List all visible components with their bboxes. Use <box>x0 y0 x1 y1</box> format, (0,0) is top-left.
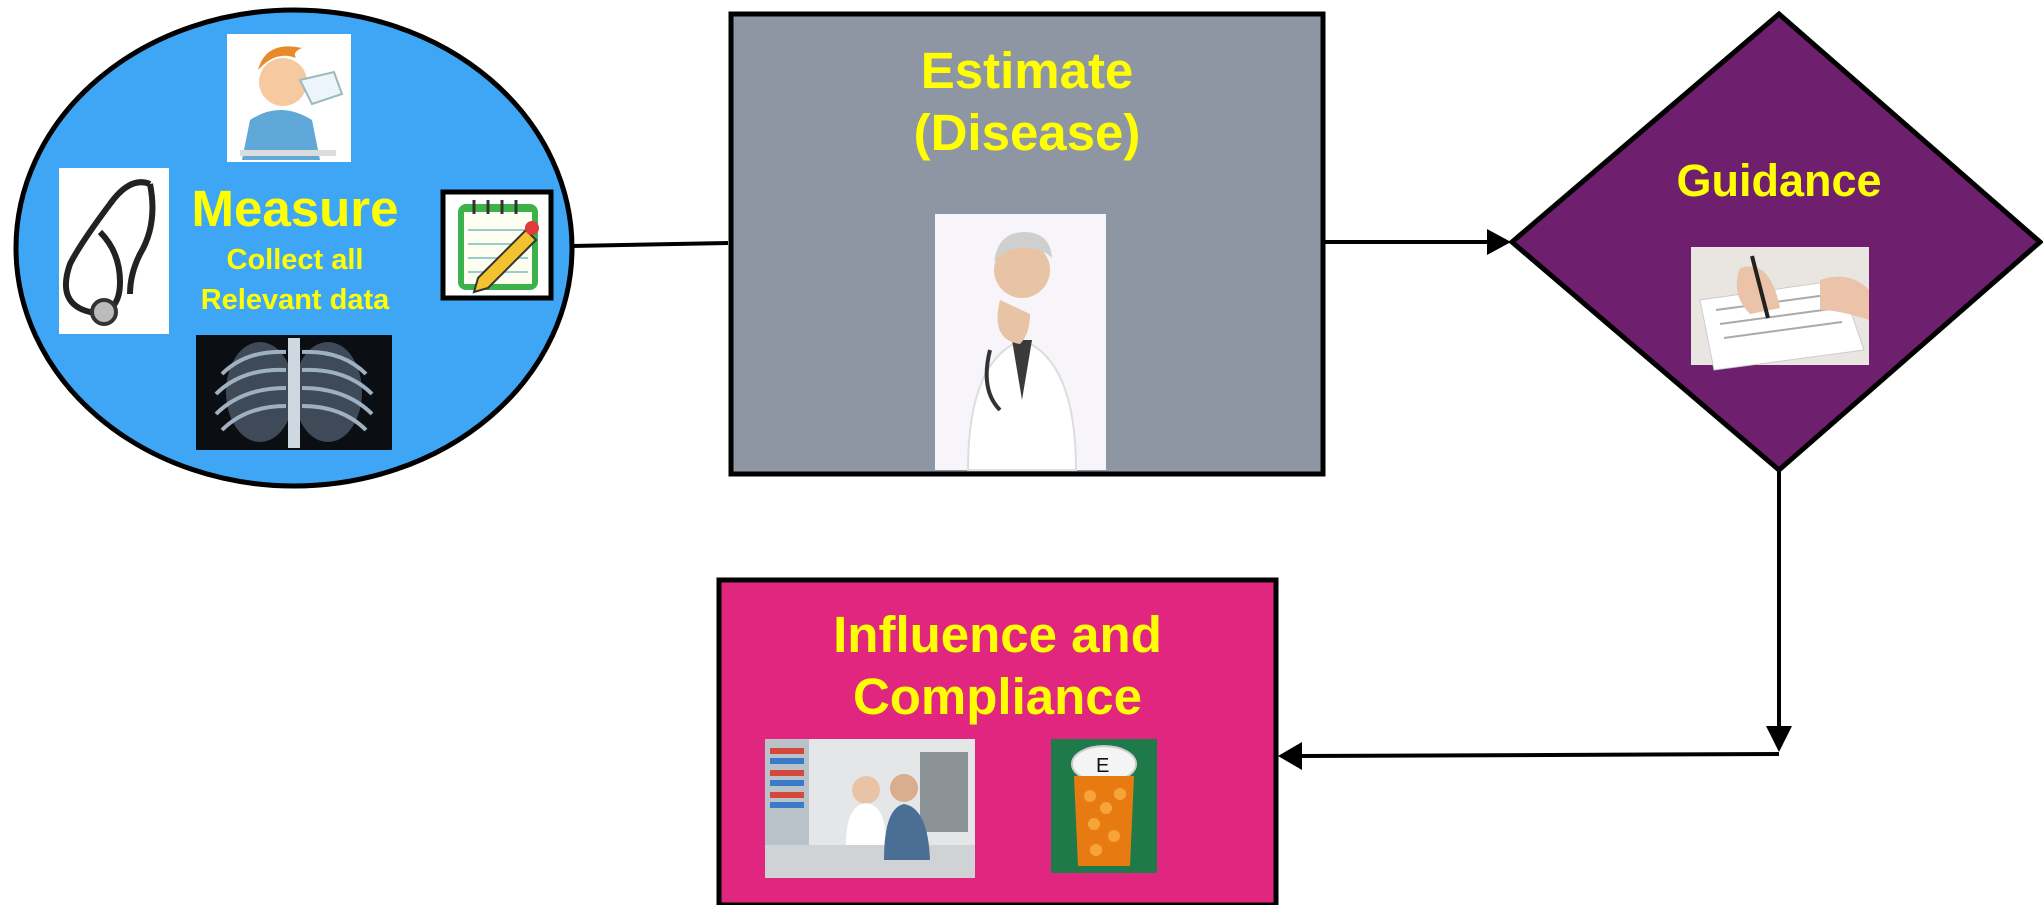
writing-prescription-icon <box>1691 247 1869 371</box>
arrowhead-influence <box>1278 742 1302 770</box>
svg-text:E: E <box>1096 755 1109 777</box>
pharmacy-counter-icon <box>765 739 975 878</box>
arrowhead-down <box>1766 726 1792 752</box>
measure-subtitle-line2: Relevant data <box>200 284 390 316</box>
arrow-to-influence <box>1301 752 1780 758</box>
notepad-pencil-icon <box>440 189 554 301</box>
arrowhead-guidance <box>1487 229 1511 255</box>
stethoscope-icon <box>59 168 169 334</box>
estimate-title-line2: (Disease) <box>913 104 1141 161</box>
estimate-title-line1: Estimate <box>920 42 1134 99</box>
sneezing-person-icon <box>227 34 351 162</box>
measure-node <box>13 7 575 489</box>
guidance-title: Guidance <box>1676 155 1882 206</box>
influence-title-line2: Compliance <box>852 668 1143 725</box>
thinking-doctor-icon <box>935 214 1106 471</box>
influence-title-line1: Influence and <box>833 606 1162 663</box>
pill-bottle-icon: E <box>1051 739 1157 873</box>
guidance-node <box>1508 10 2043 474</box>
measure-title: Measure <box>191 180 399 237</box>
measure-subtitle-line1: Collect all <box>226 244 364 276</box>
chest-xray-icon <box>196 335 392 450</box>
arrow-measure-to-estimate <box>571 241 729 248</box>
